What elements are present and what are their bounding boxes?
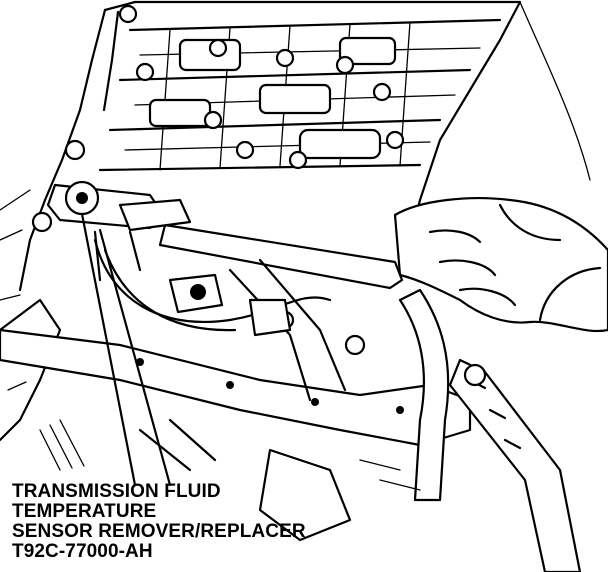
caption-line-3: SENSOR REMOVER/REPLACER xyxy=(12,521,306,542)
valve-body xyxy=(98,18,502,172)
oil-pan-rail xyxy=(0,258,472,447)
caption-line-2: TEMPERATURE xyxy=(12,501,157,522)
leader-lines xyxy=(80,212,172,487)
hand xyxy=(393,1,608,333)
tool-callout-label: TRANSMISSION FLUID TEMPERATURE SENSOR RE… xyxy=(12,482,306,562)
cooler-line xyxy=(398,288,582,572)
sensor-remover-replacer-tool xyxy=(46,180,404,290)
lower-details xyxy=(39,418,421,542)
caption-line-1: TRANSMISSION FLUID xyxy=(12,481,221,502)
caption-part-number: T92C-77000-AH xyxy=(12,541,153,562)
